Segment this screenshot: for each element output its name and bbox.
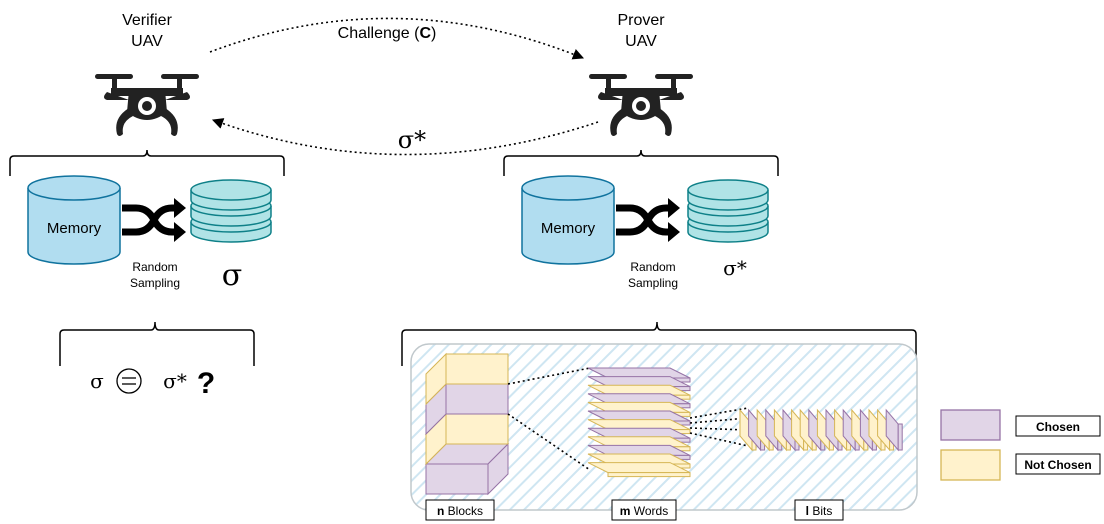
- words-stack: [587, 367, 691, 478]
- legend-chosen-label: Chosen: [1036, 420, 1080, 434]
- comparison-left: σ: [90, 369, 104, 393]
- svg-text:m Words: m Words: [620, 504, 668, 518]
- connector: [507, 413, 591, 471]
- prover-title-line2: UAV: [625, 33, 657, 50]
- verifier-title-line1: Verifier: [122, 12, 172, 29]
- prover-sampling-line1: Random: [630, 260, 675, 274]
- blocks-stack: [424, 352, 510, 496]
- challenge-arrow: [209, 17, 585, 60]
- blocks-label: n Blocks: [425, 499, 495, 521]
- legend-chosen-swatch: [940, 409, 1001, 441]
- challenge-label: Challenge (C): [338, 25, 437, 42]
- word-slab: [587, 462, 691, 478]
- words-label: m Words: [611, 499, 677, 521]
- prover-brace: [503, 149, 779, 176]
- prover-memory-label: Memory: [541, 220, 596, 237]
- prover-shuffle-icon: [616, 198, 680, 242]
- verifier-sampling-line1: Random: [132, 260, 177, 274]
- comparison-right: σ*: [163, 369, 187, 393]
- memory-hierarchy-brace: [401, 321, 917, 366]
- bits-row: [739, 408, 903, 452]
- verifier-drone-icon: [95, 74, 199, 136]
- response-label: σ*: [398, 126, 426, 154]
- connector: [507, 367, 591, 385]
- verifier-title-line2: UAV: [131, 33, 163, 50]
- comparison-brace: [59, 321, 255, 366]
- prover-signature: σ*: [723, 256, 747, 280]
- prover-disks-icon: [687, 179, 769, 243]
- legend-not-chosen-swatch: [940, 449, 1001, 481]
- bits-label: l Bits: [794, 499, 844, 521]
- verifier-shuffle-icon: [122, 198, 186, 242]
- prover-drone-icon: [589, 74, 693, 136]
- comparison-question: ?: [197, 367, 215, 400]
- response-arrow: [211, 118, 599, 156]
- svg-text:n Blocks: n Blocks: [437, 504, 483, 518]
- svg-text:l Bits: l Bits: [806, 504, 833, 518]
- block: [424, 412, 510, 466]
- prover-sampling-line2: Sampling: [628, 276, 678, 290]
- verifier-disks-icon: [190, 179, 272, 243]
- legend-not-chosen-label: Not Chosen: [1024, 458, 1091, 472]
- block: [424, 442, 510, 496]
- verifier-sampling-line2: Sampling: [130, 276, 180, 290]
- circled-equals-icon: [116, 368, 142, 394]
- legend: Chosen Not Chosen: [940, 409, 1101, 481]
- verifier-memory-label: Memory: [47, 220, 102, 237]
- verifier-signature: σ: [222, 258, 242, 293]
- block: [425, 352, 509, 406]
- verifier-brace: [9, 149, 285, 176]
- bit-slice: [885, 408, 903, 452]
- prover-title-line1: Prover: [617, 12, 665, 29]
